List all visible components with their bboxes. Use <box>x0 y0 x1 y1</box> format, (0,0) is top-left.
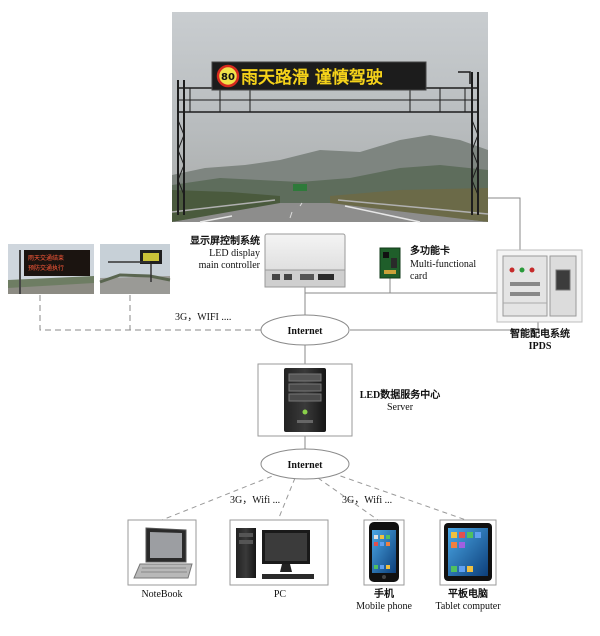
led-controller: 显示屏控制系统 LED display main controller <box>190 233 346 288</box>
internet-label-bottom: Internet <box>288 460 324 471</box>
link-label-right: 3G，Wifi ... <box>342 495 392 506</box>
device-mobile-phone: 手机 Mobile phone <box>356 519 412 612</box>
device-notebook: NoteBook <box>127 519 197 600</box>
device-phone-label-en: Mobile phone <box>356 601 412 612</box>
device-tablet-label-en: Tablet computer <box>435 601 501 612</box>
remote-sign-line1: 雨天交通结束 <box>28 254 64 262</box>
controller-label-cn: 显示屏控制系统 <box>190 234 260 247</box>
controller-label-en-1: LED display <box>209 248 260 259</box>
connector-lines <box>39 197 539 450</box>
link-pc <box>277 477 296 521</box>
link-label-left: 3G，Wifi ... <box>230 495 280 506</box>
gantry-sign-message: 雨天路滑 谨慎驾驶 <box>241 67 383 88</box>
line-internet-ipds <box>350 322 539 331</box>
card-label-en-2: card <box>410 271 427 282</box>
roadside-sign-photo <box>99 244 171 294</box>
remote-sign-line2: 预防交通执行 <box>28 264 64 272</box>
remote-sign-photo: 雨天交通结束 预防交通执行 <box>8 244 94 294</box>
link-label-top: 3G，WIFI .... <box>175 312 231 323</box>
server: LED数据服务中心 Server <box>257 363 441 437</box>
gantry-photo: 80 雨天路滑 谨慎驾驶 <box>171 12 489 223</box>
card-label-cn: 多功能卡 <box>410 244 450 257</box>
line-remote-sign-1 <box>39 295 262 331</box>
server-label-en: Server <box>387 402 414 413</box>
link-tablet <box>331 472 467 521</box>
ipds-cabinet: 智能配电系统 IPDS <box>496 249 583 352</box>
line-gantry-ipds <box>488 197 521 250</box>
speed-limit-icon <box>216 64 240 88</box>
card-label-en-1: Multi-functional <box>410 259 476 270</box>
wireless-links <box>161 472 467 521</box>
link-notebook <box>161 472 281 521</box>
device-tablet-label-cn: 平板电脑 <box>448 587 488 600</box>
controller-label-en-2: main controller <box>199 260 261 271</box>
ipds-label-en: IPDS <box>529 341 552 352</box>
device-notebook-label: NoteBook <box>141 589 182 600</box>
internet-node-bottom: Internet <box>260 448 350 480</box>
gantry-vms-sign: 80 雨天路滑 谨慎驾驶 <box>211 61 427 91</box>
ipds-label-cn: 智能配电系统 <box>510 327 570 340</box>
device-phone-label-cn: 手机 <box>374 587 394 600</box>
device-pc-label: PC <box>274 589 287 600</box>
device-tablet: 平板电脑 Tablet computer <box>435 519 501 612</box>
server-label-cn: LED数据服务中心 <box>360 388 441 401</box>
device-pc: PC <box>229 519 329 600</box>
speed-limit-value: 80 <box>221 72 235 83</box>
multi-functional-card: 多功能卡 Multi-functional card <box>379 244 476 282</box>
link-phone <box>317 477 379 521</box>
internet-label-top: Internet <box>288 326 324 337</box>
internet-node-top: Internet <box>260 314 350 346</box>
